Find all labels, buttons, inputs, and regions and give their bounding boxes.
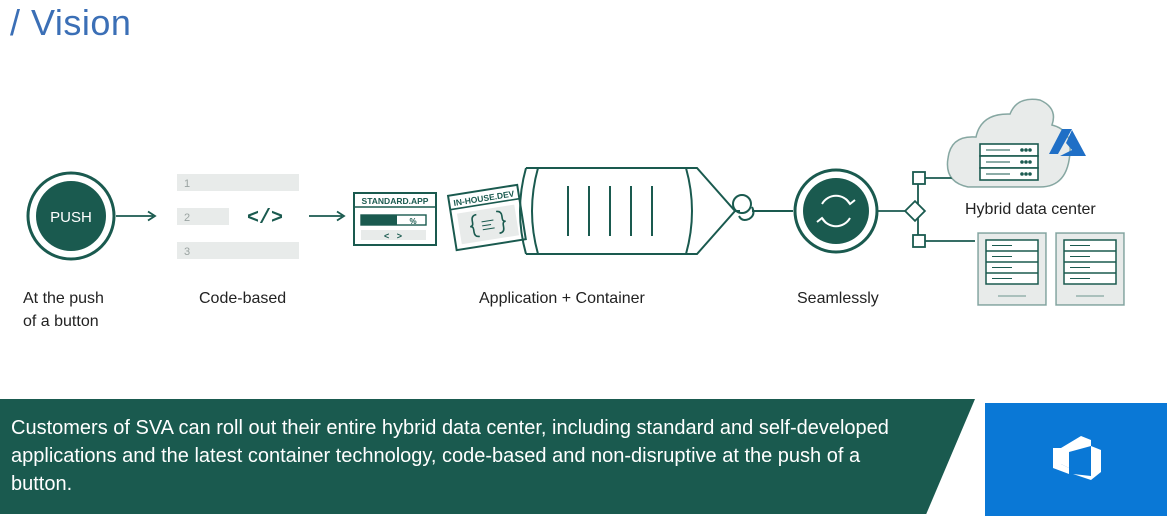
container-icon <box>519 167 737 255</box>
push-label-line2: of a button <box>23 313 99 330</box>
code-rows: 1 2 3 </> <box>177 174 299 259</box>
arrow-code-to-app <box>309 210 346 222</box>
app-container-label: Application + Container <box>479 290 645 307</box>
azure-devops-icon <box>1053 436 1101 480</box>
server-rack-2 <box>1055 232 1125 306</box>
azure-icon <box>1049 129 1086 156</box>
push-button-text: PUSH <box>50 209 92 226</box>
in-house-dev-card-icon: IN-HOUSE.DEV <box>446 183 527 252</box>
standard-app-window-icon: STANDARD.APP % < > <box>353 192 437 246</box>
push-circle-icon[interactable]: PUSH <box>26 171 116 261</box>
hybrid-label: Hybrid data center <box>965 201 1096 218</box>
seamless-cycle-icon <box>793 168 879 254</box>
progress-fill <box>361 215 397 225</box>
physical-servers <box>977 232 1125 306</box>
azure-devops-logo <box>985 403 1167 516</box>
server-icon <box>979 143 1039 181</box>
code-label: Code-based <box>199 290 287 307</box>
summary-banner: Customers of SVA can roll out their enti… <box>0 399 975 514</box>
code-row-1: 1 <box>184 178 190 190</box>
arrow-push-to-code <box>116 210 157 222</box>
code-row-2: 2 <box>184 212 190 224</box>
connector-lines <box>878 171 975 248</box>
nav-arrows: < > <box>384 231 402 241</box>
code-icon: </> <box>247 207 283 230</box>
banner-text: Customers of SVA can roll out their enti… <box>11 417 889 495</box>
workflow-diagram: PUSH 1 2 3 </> STANDARD.APP % < > IN-HOU… <box>26 98 1125 306</box>
code-row-3: 3 <box>184 246 190 258</box>
hook-icon <box>732 194 793 221</box>
push-label-line1: At the push <box>23 290 104 307</box>
percent-sign: % <box>409 217 416 226</box>
standard-app-label: STANDARD.APP <box>362 196 429 206</box>
server-rack-1 <box>977 232 1047 306</box>
page-title: / Vision <box>10 2 132 43</box>
seamless-label: Seamlessly <box>797 290 879 307</box>
